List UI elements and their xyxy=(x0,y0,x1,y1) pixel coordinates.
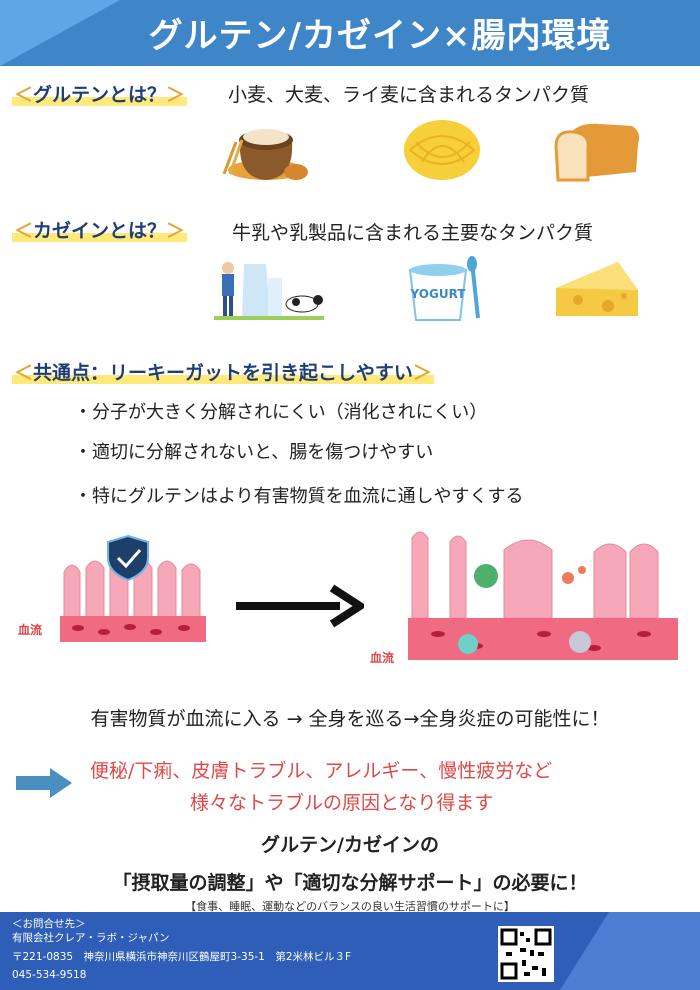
shield-icon xyxy=(107,534,149,582)
arrow-right-icon xyxy=(16,768,72,798)
footer-contact-label: ＜お問合せ先＞ xyxy=(12,918,86,930)
need-line2: 「摂取量の調整」や「適切な分解サポート」の必要に！ xyxy=(112,872,588,894)
virus-icon xyxy=(474,564,498,588)
summary-text: 有害物質が血流に入る → 全身を巡る→全身炎症の可能性に！ xyxy=(90,708,610,730)
casein-description: 牛乳や乳製品に含まれる主要なタンパク質 xyxy=(232,222,594,244)
common-label: 共通点：リーキーガットを引き起こしやすい xyxy=(33,362,413,384)
gluten-label: グルテンとは？ xyxy=(33,84,167,106)
footer-address: 〒221-0835 神奈川県横浜市神奈川区鶴屋町3-35-1 第2米林ビル３F xyxy=(12,951,352,963)
qr-code-icon[interactable] xyxy=(498,926,554,982)
page-title: グルテン/カゼイン×腸内環境 xyxy=(148,16,612,56)
leaky-gut-diagram: 血流 xyxy=(370,531,678,665)
milk-and-cow-icon xyxy=(214,262,324,320)
cheese-icon xyxy=(556,262,638,316)
right-arrow-icon xyxy=(236,584,364,628)
yogurt-label: YOGURT xyxy=(410,287,467,301)
need-note: 【食事、睡眠、運動などのバランスの良い生活習慣のサポートに】 xyxy=(185,900,515,913)
common-heading: ＜共通点：リーキーガットを引き起こしやすい＞ xyxy=(12,362,434,384)
virus-icon xyxy=(562,572,574,584)
pasta-icon xyxy=(404,120,480,180)
bullet-item: ・特にグルテンはより有害物質を血流に通しやすくする xyxy=(74,486,524,507)
troubles-line2: 様々なトラブルの原因となり得ます xyxy=(190,792,494,814)
bloodstream-label: 血流 xyxy=(18,622,42,637)
casein-label: カゼインとは？ xyxy=(33,220,167,242)
bullet-item: ・分子が大きく分解されにくい（消化されにくい） xyxy=(74,402,488,423)
footer-company: 有限会社クレア・ラボ・ジャパン xyxy=(12,932,170,944)
wheat-flour-sack-icon xyxy=(222,129,308,180)
bloodstream-label: 血流 xyxy=(370,650,394,665)
bread-loaf-icon xyxy=(554,123,640,182)
troubles-line1: 便秘/下痢、皮膚トラブル、アレルギー、慢性疲労など xyxy=(90,760,553,782)
gluten-heading: ＜グルテンとは？＞ xyxy=(12,84,188,106)
footer-phone: 045-534-9518 xyxy=(12,969,87,981)
virus-icon xyxy=(569,631,591,653)
healthy-gut-diagram: 血流 xyxy=(18,534,206,642)
casein-heading: ＜カゼインとは？＞ xyxy=(12,220,188,242)
need-line1: グルテン/カゼインの xyxy=(261,834,439,856)
header-banner xyxy=(0,0,700,66)
virus-icon xyxy=(458,634,478,654)
bullet-item: ・適切に分解されないと、腸を傷つけやすい xyxy=(74,442,434,463)
gluten-description: 小麦、大麦、ライ麦に含まれるタンパク質 xyxy=(228,84,590,106)
yogurt-cup-icon: YOGURT xyxy=(408,256,480,321)
